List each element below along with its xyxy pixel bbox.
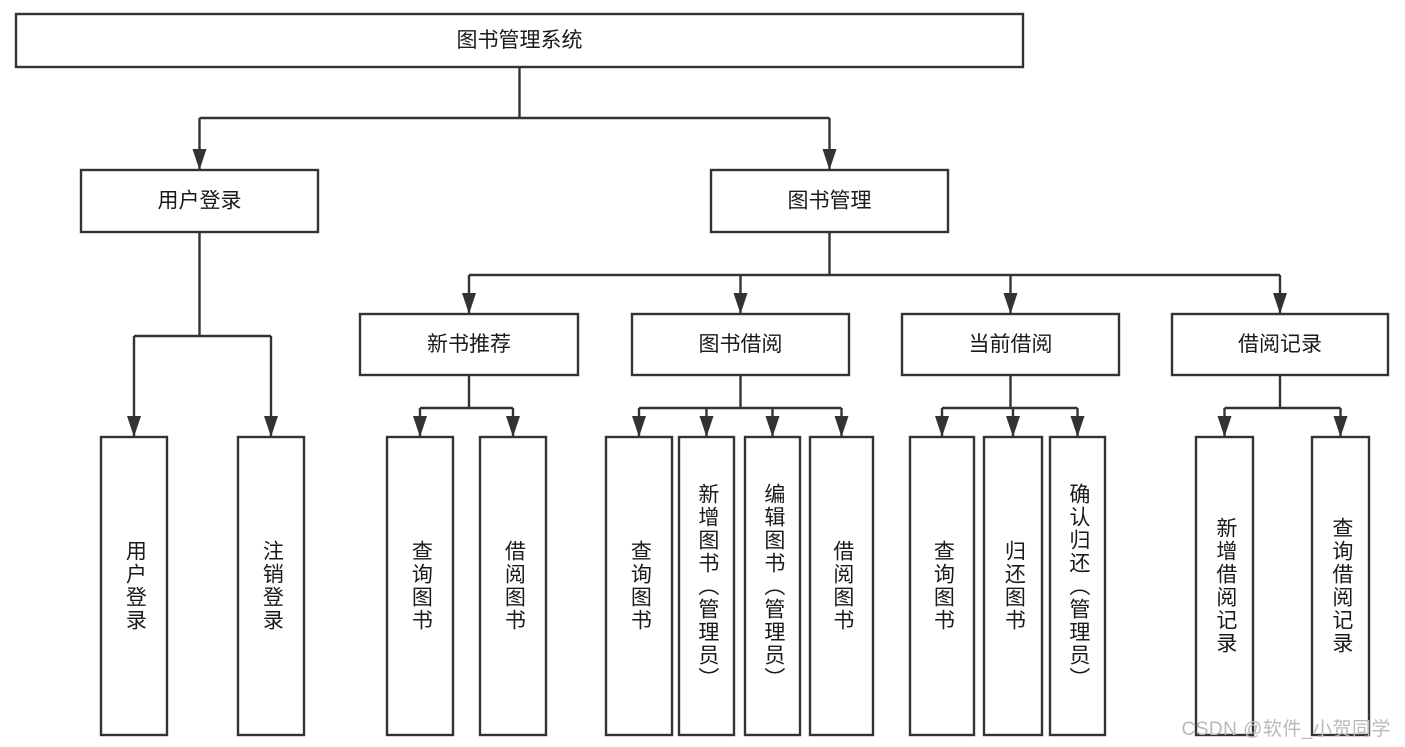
node-leaf-confirm-return[interactable] bbox=[1048, 435, 1107, 737]
node-label-book-management: 图书管理 bbox=[788, 190, 872, 213]
node-leaf-borrow-book-2[interactable] bbox=[808, 435, 875, 737]
node-leaf-query-book-1[interactable] bbox=[385, 435, 455, 737]
arrow-down-icon bbox=[1070, 416, 1085, 437]
arrow-down-icon bbox=[413, 416, 427, 437]
node-book-borrow[interactable] bbox=[630, 312, 851, 377]
node-book-management[interactable] bbox=[709, 168, 950, 234]
node-leaf-user-login[interactable] bbox=[99, 435, 169, 737]
node-label-current-borrow: 当前借阅 bbox=[969, 333, 1053, 356]
arrow-down-icon bbox=[127, 416, 141, 437]
arrow-down-icon bbox=[1333, 416, 1348, 437]
arrow-down-icon bbox=[462, 293, 476, 314]
arrow-down-icon bbox=[632, 416, 646, 437]
arrow-down-icon bbox=[834, 416, 849, 437]
arrow-down-icon bbox=[1217, 416, 1232, 437]
node-leaf-query-book-2[interactable] bbox=[604, 435, 674, 737]
arrow-down-icon bbox=[1006, 416, 1020, 437]
arrow-down-icon bbox=[765, 416, 780, 437]
node-label-user-login: 用户登录 bbox=[158, 190, 242, 213]
node-current-borrow[interactable] bbox=[900, 312, 1121, 377]
arrow-down-icon bbox=[1273, 293, 1287, 314]
arrow-down-icon bbox=[506, 416, 520, 437]
node-leaf-add-book[interactable] bbox=[677, 435, 736, 737]
arrow-down-icon bbox=[733, 293, 748, 314]
connector-layer bbox=[127, 67, 1348, 437]
arrow-down-icon bbox=[192, 149, 207, 170]
node-leaf-borrow-book-1[interactable] bbox=[478, 435, 548, 737]
watermark-text: CSDN @软件_小贺同学 bbox=[1181, 719, 1391, 740]
node-borrow-record[interactable] bbox=[1170, 312, 1390, 377]
arrow-down-icon bbox=[822, 149, 837, 170]
arrow-down-icon bbox=[699, 416, 714, 437]
arrow-down-icon bbox=[264, 416, 278, 437]
node-new-book-recommend[interactable] bbox=[358, 312, 580, 377]
arrow-down-icon bbox=[1003, 293, 1018, 314]
node-leaf-query-record[interactable] bbox=[1310, 435, 1371, 737]
node-root[interactable] bbox=[14, 12, 1025, 69]
node-leaf-user-logout[interactable] bbox=[236, 435, 306, 737]
node-leaf-query-book-3[interactable] bbox=[908, 435, 976, 737]
node-leaf-add-record[interactable] bbox=[1194, 435, 1255, 737]
node-label-root: 图书管理系统 bbox=[457, 29, 583, 52]
box-layer bbox=[14, 12, 1390, 737]
node-label-new-book-recommend: 新书推荐 bbox=[427, 333, 511, 356]
arrow-down-icon bbox=[935, 416, 949, 437]
node-label-book-borrow: 图书借阅 bbox=[699, 333, 783, 356]
node-leaf-edit-book[interactable] bbox=[743, 435, 802, 737]
node-label-borrow-record: 借阅记录 bbox=[1238, 333, 1322, 356]
node-user-login[interactable] bbox=[79, 168, 320, 234]
node-leaf-return-book[interactable] bbox=[982, 435, 1044, 737]
